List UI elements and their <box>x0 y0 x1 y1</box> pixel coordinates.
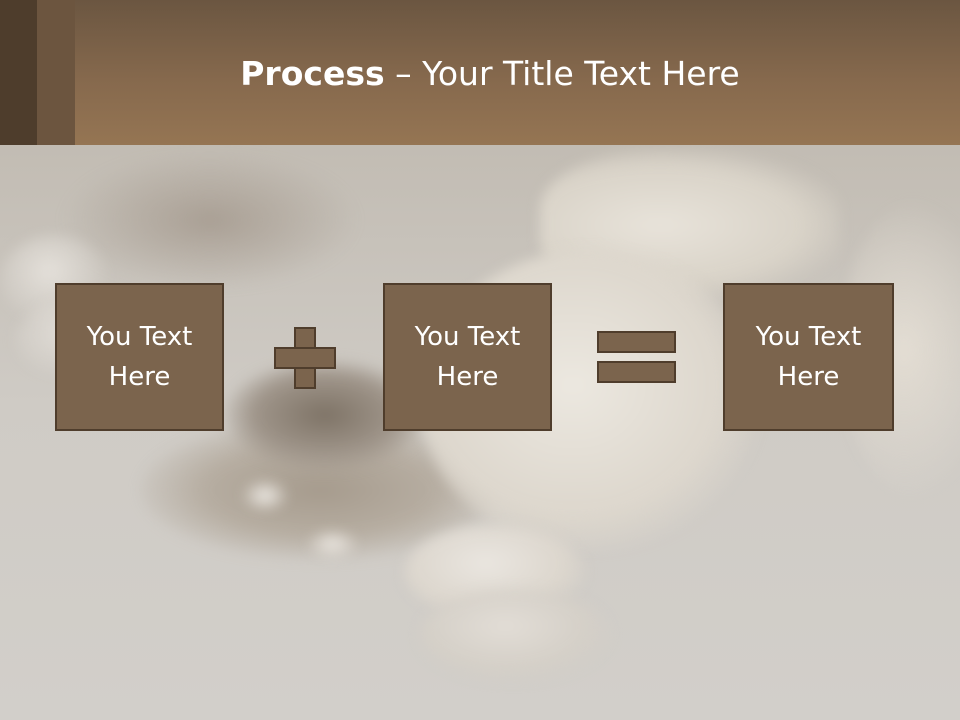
background-salt <box>240 478 290 513</box>
process-box-label: You Text Here <box>86 322 193 392</box>
process-box-label: You Text Here <box>755 322 862 392</box>
header-accent-strip <box>0 0 37 145</box>
equals-icon <box>597 361 676 383</box>
background-stone <box>420 590 610 680</box>
slide-title[interactable]: Process – Your Title Text Here <box>75 52 905 96</box>
equals-icon <box>597 331 676 353</box>
title-text: – Your Title Text Here <box>384 54 740 93</box>
background-shadow <box>60 150 360 290</box>
process-box-1[interactable]: You Text Here <box>55 283 224 431</box>
background-salt <box>305 528 360 560</box>
header-accent-strip <box>37 0 75 145</box>
plus-icon <box>274 327 336 389</box>
title-bar: Process – Your Title Text Here <box>0 0 960 145</box>
process-box-2[interactable]: You Text Here <box>383 283 552 431</box>
process-box-3[interactable]: You Text Here <box>723 283 894 431</box>
process-box-label: You Text Here <box>414 322 521 392</box>
title-bold: Process <box>240 54 385 93</box>
